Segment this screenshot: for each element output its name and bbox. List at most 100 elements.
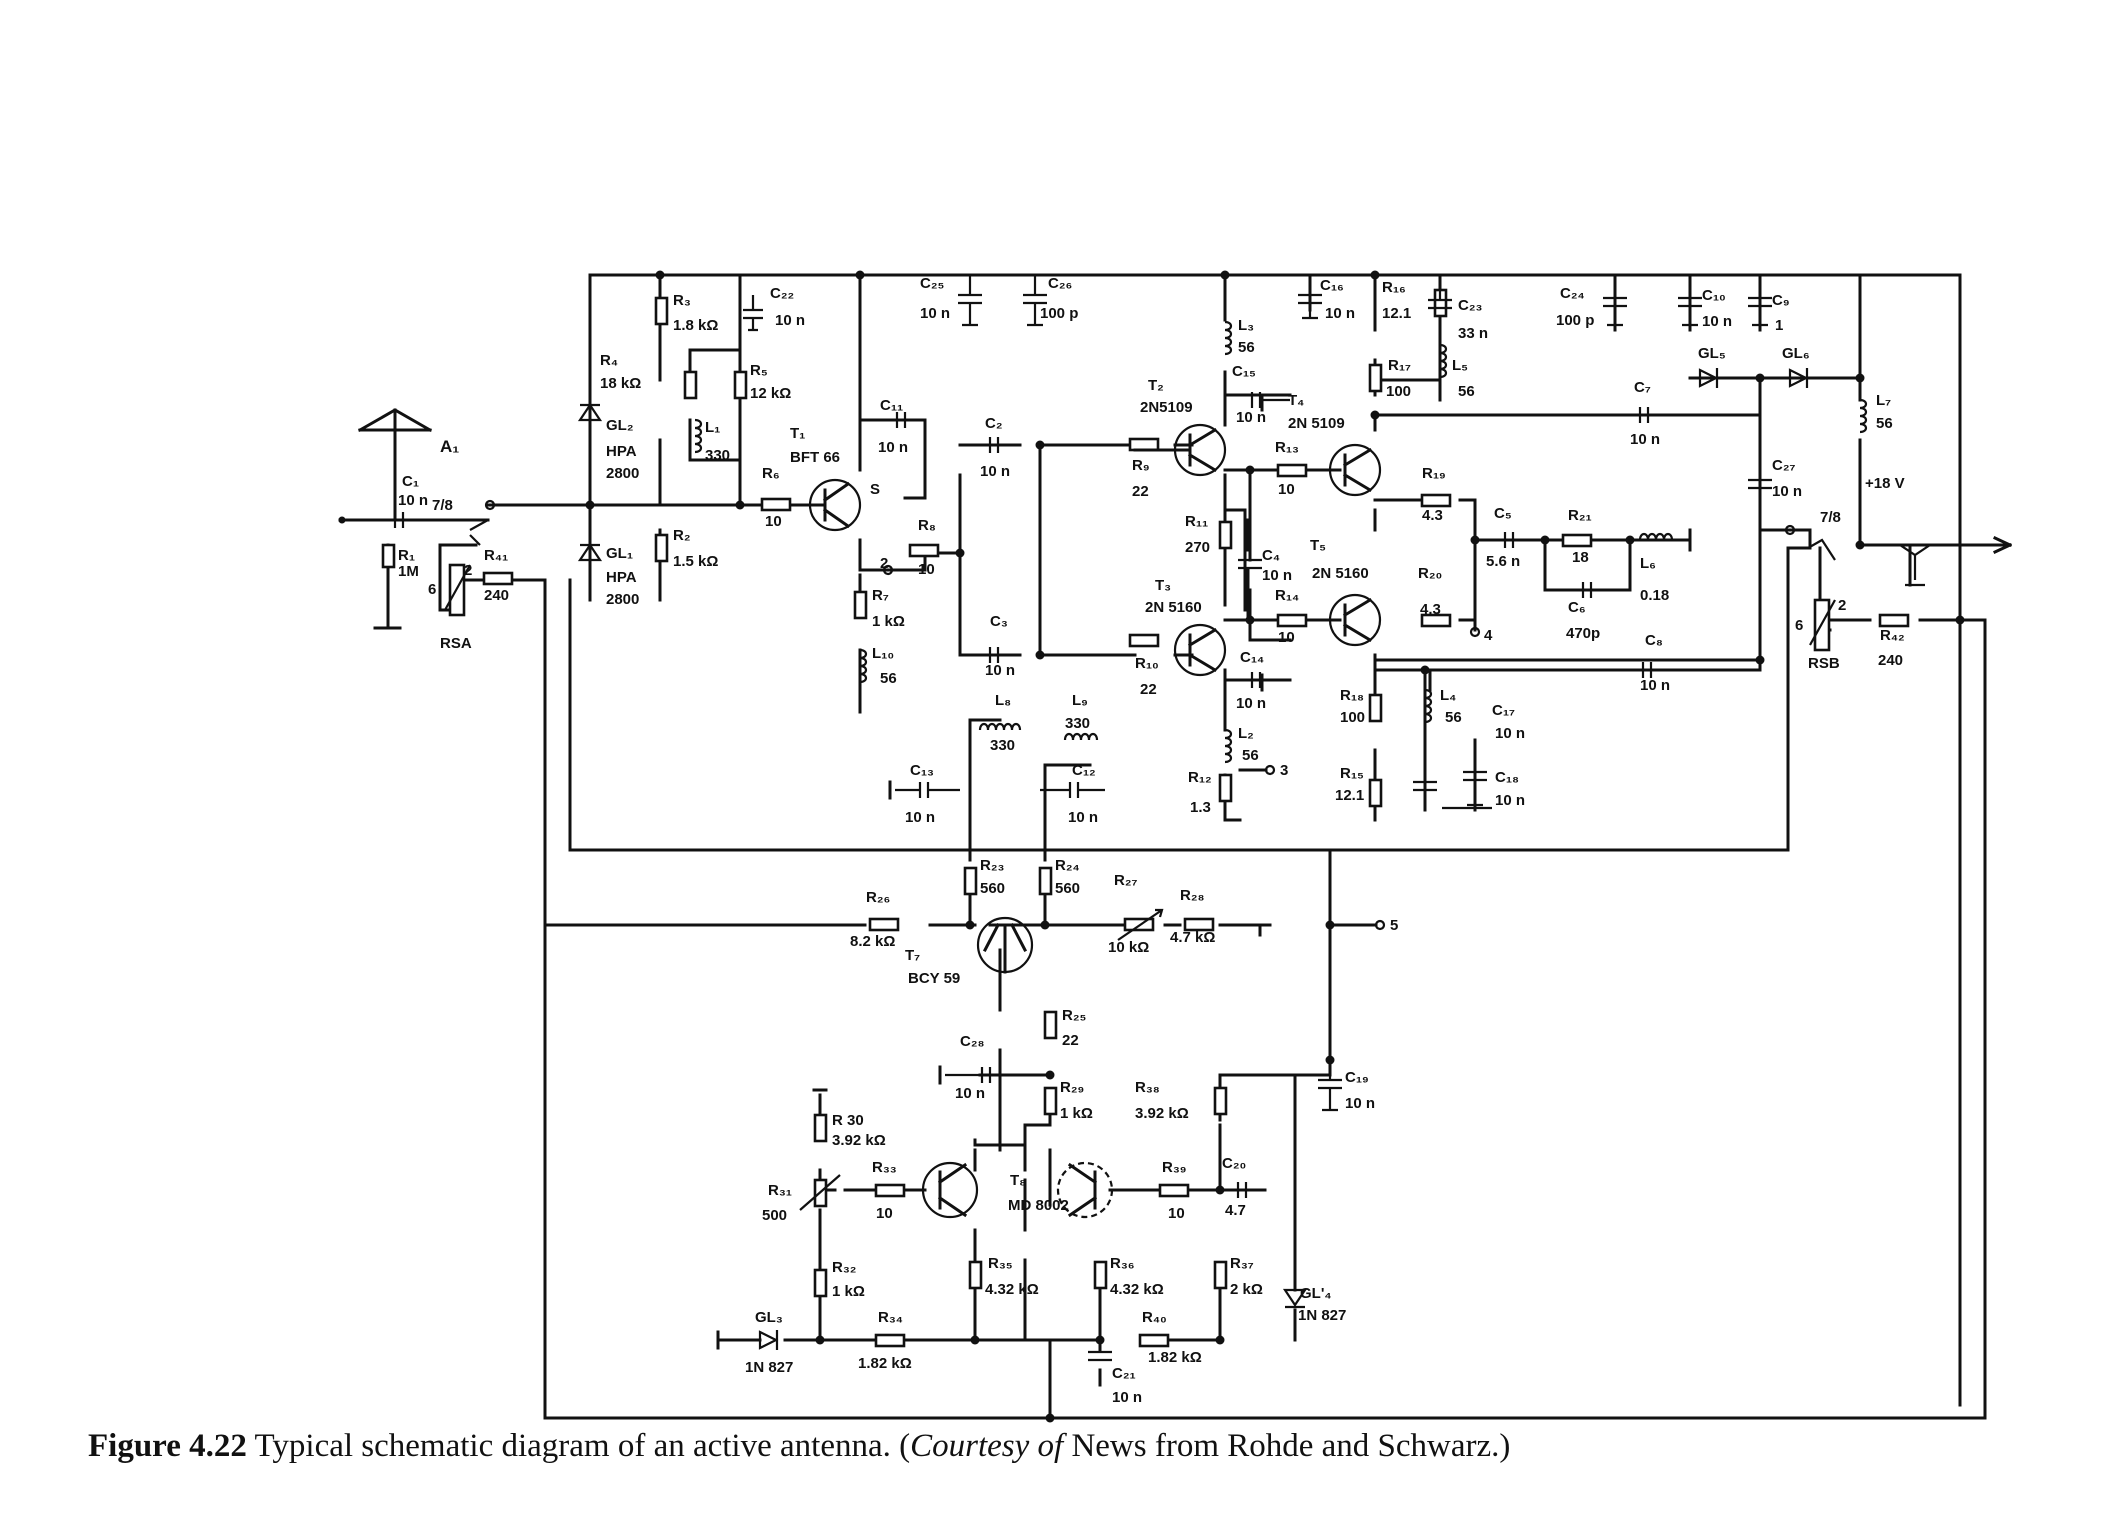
resistor-r26 — [868, 917, 900, 932]
transistors — [808, 423, 1382, 1219]
capacitor-c25 — [958, 275, 982, 327]
label-r20: R₂₀ — [1418, 565, 1442, 582]
label-r9v: 22 — [1132, 483, 1149, 500]
label-r2: R₂ — [673, 527, 691, 544]
relay-rsa — [444, 499, 496, 617]
figure-caption: Figure 4.22 Typical schematic diagram of… — [88, 1428, 1988, 1465]
label-r20v: 4.3 — [1420, 601, 1441, 618]
label-r5: R₅ — [750, 362, 768, 379]
capacitor-c24 — [1603, 275, 1627, 327]
label-l5v: 56 — [1458, 383, 1475, 400]
label-gl2a: HPA — [606, 443, 637, 460]
label-r19v: 4.3 — [1422, 507, 1443, 524]
diodes — [577, 368, 1809, 1350]
resistor-r40 — [1138, 1333, 1170, 1348]
label-r28: R₂₈ — [1180, 887, 1205, 904]
label-rsb: RSB — [1808, 655, 1840, 672]
capacitor-c19 — [1318, 1060, 1342, 1112]
label-r37v: 2 kΩ — [1230, 1281, 1263, 1298]
label-r4v: 18 kΩ — [600, 375, 641, 392]
label-r25: R₂₅ — [1062, 1007, 1086, 1024]
label-c8: C₈ — [1645, 632, 1663, 649]
label-c6: C₆ — [1568, 599, 1586, 616]
label-r3v: 1.8 kΩ — [673, 317, 718, 334]
resistor-r6 — [760, 497, 792, 512]
transistor-t3 — [1173, 623, 1227, 677]
label-r8: R₈ — [918, 517, 936, 534]
antenna-a1: A₁ — [338, 408, 459, 524]
label-gl3: GL₃ — [755, 1309, 783, 1326]
label-gl4: GL'₄ — [1300, 1285, 1332, 1302]
resistor-r32 — [813, 1268, 828, 1298]
label-c1: C₁ — [402, 473, 419, 490]
capacitor-c18 — [1463, 770, 1487, 807]
inductor-l3 — [1224, 320, 1233, 356]
label-c15: C₁₅ — [1232, 363, 1256, 380]
label-r18: R₁₈ — [1340, 687, 1364, 704]
label-l1: L₁ — [705, 419, 720, 436]
label-gl1: GL₁ — [606, 545, 633, 562]
label-c27: C₂₇ — [1772, 457, 1796, 474]
diode-gl2 — [577, 403, 603, 422]
label-c6v: 470p — [1566, 625, 1600, 642]
label-r14v: 10 — [1278, 629, 1295, 646]
label-r19: R₁₉ — [1422, 465, 1446, 482]
transistor-t8-right — [1056, 1161, 1114, 1219]
resistor-r8 — [908, 543, 940, 558]
label-r39v: 10 — [1168, 1205, 1185, 1222]
label-l6v: 0.18 — [1640, 587, 1669, 604]
capacitor-c11 — [895, 412, 925, 428]
label-c25: C₂₅ — [920, 275, 944, 292]
diode-gl5 — [1698, 368, 1719, 388]
capacitor-c23-top — [1428, 275, 1452, 310]
label-l2: L₂ — [1238, 725, 1254, 742]
label-r4: R₄ — [600, 352, 618, 369]
label-r29: R₂₉ — [1060, 1079, 1084, 1096]
label-r6: R₆ — [762, 465, 780, 482]
label-node2: 2 — [880, 555, 888, 572]
label-r38: R₃₈ — [1135, 1079, 1160, 1096]
component-labels: C₁ 10 n 7/8 R₁ 1M R₄₁ 240 2 6 RSA GL₂ HP… — [398, 275, 1905, 1406]
label-l5: L₅ — [1452, 357, 1468, 374]
capacitor-c2 — [988, 437, 1000, 453]
label-r10v: 22 — [1140, 681, 1157, 698]
label-c18: C₁₈ — [1495, 769, 1519, 786]
resistor-r7 — [853, 590, 868, 620]
label-c10: C₁₀ — [1702, 287, 1726, 304]
label-c22: C₂₂ — [770, 285, 794, 302]
label-gl1a: HPA — [606, 569, 637, 586]
label-t1v: BFT 66 — [790, 449, 840, 466]
label-c16v: 10 n — [1325, 305, 1355, 322]
label-r36v: 4.32 kΩ — [1110, 1281, 1164, 1298]
label-r24: R₂₄ — [1055, 857, 1080, 874]
capacitor-c8 — [1641, 662, 1653, 678]
label-relaya_pin6: 6 — [428, 581, 436, 598]
transistor-t8-left — [921, 1161, 979, 1219]
label-t4: T₄ — [1288, 392, 1304, 409]
label-r28v: 4.7 kΩ — [1170, 929, 1215, 946]
capacitor-c28 — [945, 1067, 1000, 1083]
label-l4: L₄ — [1440, 687, 1456, 704]
label-r3: R₃ — [673, 292, 691, 309]
inductor-l4 — [1424, 688, 1433, 724]
label-r16: R₁₆ — [1382, 279, 1406, 296]
diode-gl4 — [1282, 1288, 1308, 1309]
label-c25v: 10 n — [920, 305, 950, 322]
label-r18v: 100 — [1340, 709, 1365, 726]
label-c23: C₂₃ — [1458, 297, 1482, 314]
label-t3v: 2N 5160 — [1145, 599, 1202, 616]
label-r23: R₂₃ — [980, 857, 1004, 874]
label-r7: R₇ — [872, 587, 889, 604]
label-r36: R₃₆ — [1110, 1255, 1135, 1272]
label-r33: R₃₃ — [872, 1159, 897, 1176]
resistor-r37 — [1213, 1260, 1228, 1290]
label-c10v: 10 n — [1702, 313, 1732, 330]
diode-gl1 — [577, 543, 603, 562]
resistor-r15 — [1368, 778, 1383, 808]
label-c1v: 10 n — [398, 492, 428, 509]
label-r2v: 1.5 kΩ — [673, 553, 718, 570]
label-l9v: 330 — [1065, 715, 1090, 732]
label-r31: R₃₁ — [768, 1182, 792, 1199]
label-c20v: 4.7 — [1225, 1202, 1246, 1219]
label-r40: R₄₀ — [1142, 1309, 1167, 1326]
